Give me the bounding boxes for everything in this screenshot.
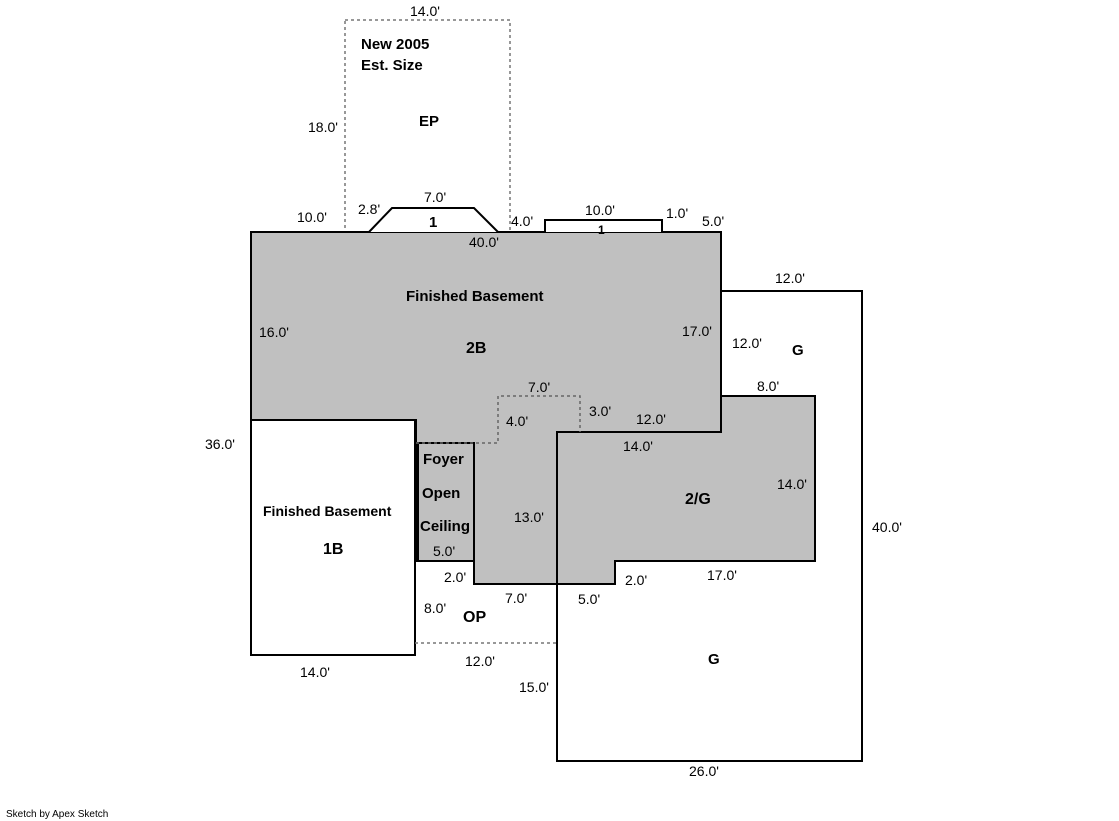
foyer-line-3: Ceiling (420, 518, 470, 535)
bump-1-label: 1 (429, 214, 437, 231)
basement-2b-title: Finished Basement (406, 288, 544, 305)
dim: 40.0' (872, 519, 902, 535)
dim: 7.0' (505, 590, 527, 606)
dim: 5.0' (702, 213, 724, 229)
bump-2-label: 1 (598, 223, 605, 237)
dotted-boundary (416, 395, 581, 444)
dim: 40.0' (469, 234, 499, 250)
basement-1b-label: 1B (323, 541, 343, 558)
porch-label: OP (463, 609, 486, 626)
basement-2b-label: 2B (466, 340, 486, 357)
sketch-credit: Sketch by Apex Sketch (6, 809, 109, 820)
dim: 8.0' (424, 600, 446, 616)
dim: 14.0' (410, 3, 440, 19)
dim: 12.0' (465, 653, 495, 669)
garage-second-label: 2/G (685, 491, 711, 508)
dim: 2.0' (444, 569, 466, 585)
garage-lower-label: G (708, 651, 720, 668)
dim: 12.0' (636, 411, 666, 427)
dim: 10.0' (585, 202, 615, 218)
dim: 14.0' (300, 664, 330, 680)
dim: 14.0' (777, 476, 807, 492)
garage-upper-label: G (792, 342, 804, 359)
foyer-area (415, 442, 475, 562)
dim: 14.0' (623, 438, 653, 454)
dim: 5.0' (433, 543, 455, 559)
garage-second-floor-area (556, 395, 816, 585)
dim: 10.0' (297, 209, 327, 225)
ep-label: EP (419, 113, 439, 130)
dimension-labels: 14.0' 18.0' 10.0' 2.8' 7.0' 4.0' 10.0' 1… (205, 3, 902, 779)
foyer-line-2: Open (422, 485, 460, 502)
dim: 7.0' (528, 379, 550, 395)
dim: 12.0' (775, 270, 805, 286)
dim: 13.0' (514, 509, 544, 525)
dim: 12.0' (732, 335, 762, 351)
garage-outline (556, 290, 863, 762)
dim: 26.0' (689, 763, 719, 779)
bump-1-outline (368, 207, 499, 233)
bump-2-outline (544, 219, 663, 232)
dim: 3.0' (589, 403, 611, 419)
dim: 7.0' (424, 189, 446, 205)
dim: 1.0' (666, 205, 688, 221)
dim: 4.0' (506, 413, 528, 429)
basement-1b-title: Finished Basement (263, 503, 392, 519)
dim: 36.0' (205, 436, 235, 452)
dim: 17.0' (682, 323, 712, 339)
ep-area-outline (344, 19, 511, 233)
ep-note-2: Est. Size (361, 57, 423, 74)
foyer-line-1: Foyer (423, 451, 464, 468)
dim: 15.0' (519, 679, 549, 695)
dim: 2.8' (358, 201, 380, 217)
dim: 5.0' (578, 591, 600, 607)
ep-note-1: New 2005 (361, 36, 429, 53)
dim: 16.0' (259, 324, 289, 340)
dim: 17.0' (707, 567, 737, 583)
dim: 18.0' (308, 119, 338, 135)
basement-1b-area (250, 419, 416, 656)
dim: 2.0' (625, 572, 647, 588)
dim: 8.0' (757, 378, 779, 394)
dim: 4.0' (511, 213, 533, 229)
